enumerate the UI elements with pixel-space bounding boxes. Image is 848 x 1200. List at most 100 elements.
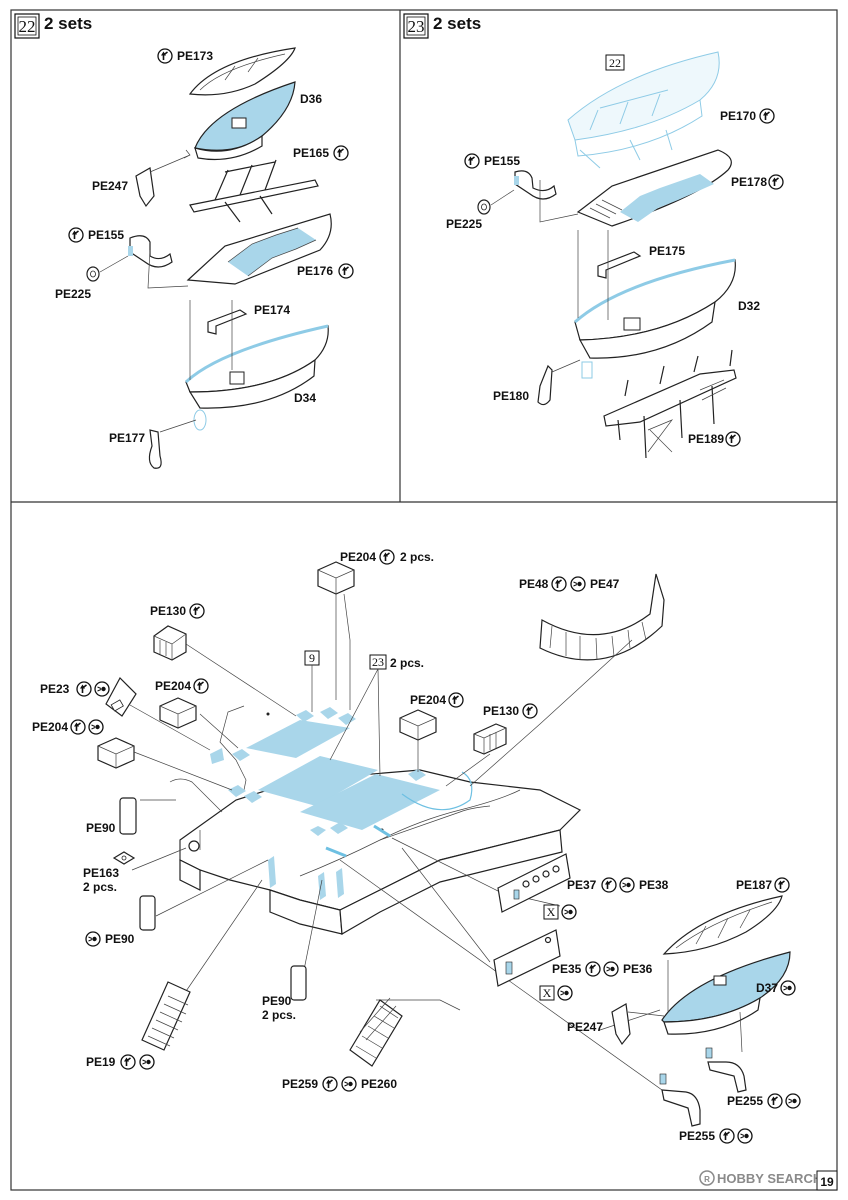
label-pe37: PE37 bbox=[567, 878, 597, 892]
target-dot-icon bbox=[570, 576, 586, 592]
fold-up-arrow-icon bbox=[767, 1093, 783, 1109]
fold-up-arrow-icon bbox=[464, 153, 480, 169]
pe225-part bbox=[86, 266, 100, 282]
target-dot-icon bbox=[780, 980, 796, 996]
fold-up-arrow-icon bbox=[70, 719, 86, 735]
step-number: 23 bbox=[408, 17, 425, 36]
label-pe90-c: PE90 bbox=[262, 994, 292, 1008]
label-pe90-a: PE90 bbox=[86, 821, 116, 835]
label-pe163-qty: 2 pcs. bbox=[83, 880, 117, 894]
target-dot-icon bbox=[88, 719, 104, 735]
label-pe189: PE189 bbox=[688, 432, 724, 446]
label-pe225: PE225 bbox=[55, 287, 91, 301]
target-dot-icon bbox=[341, 1076, 357, 1092]
pe155-part bbox=[128, 235, 173, 268]
page-number: 19 bbox=[820, 1175, 834, 1189]
label-d34: D34 bbox=[294, 391, 316, 405]
label-pe176: PE176 bbox=[297, 264, 333, 278]
ref-22: 22 bbox=[609, 56, 621, 70]
label-pe187: PE187 bbox=[736, 878, 772, 892]
target-dot-icon bbox=[94, 681, 110, 697]
watermark-logo: R HOBBY SEARCH bbox=[699, 1170, 822, 1186]
label-pe38: PE38 bbox=[639, 878, 669, 892]
fold-up-arrow-icon bbox=[774, 877, 790, 893]
footer: R HOBBY SEARCH 19 bbox=[699, 1170, 838, 1191]
pe247-part bbox=[611, 1003, 631, 1046]
label-pe130-left: PE130 bbox=[150, 604, 186, 618]
pe187-part bbox=[662, 895, 783, 955]
pe130-box-right bbox=[473, 723, 507, 755]
label-pe259: PE259 bbox=[282, 1077, 318, 1091]
label-pe204-top: PE204 bbox=[340, 550, 376, 564]
pe177-part bbox=[148, 429, 162, 469]
fold-up-arrow-icon bbox=[322, 1076, 338, 1092]
label-pe90-c-qty: 2 pcs. bbox=[262, 1008, 296, 1022]
label-pe173: PE173 bbox=[177, 49, 213, 63]
ref-23: 23 bbox=[372, 655, 384, 669]
pe176-part bbox=[186, 213, 332, 285]
fold-up-arrow-icon bbox=[379, 549, 395, 565]
deck-blue-placements bbox=[210, 707, 512, 980]
fold-up-arrow-icon bbox=[768, 174, 784, 190]
label-pe163: PE163 bbox=[83, 866, 119, 880]
label-pe178: PE178 bbox=[731, 175, 767, 189]
fold-up-arrow-icon bbox=[719, 1128, 735, 1144]
fold-up-arrow-icon bbox=[338, 263, 354, 279]
fold-up-arrow-icon bbox=[68, 227, 84, 243]
label-pe155: PE155 bbox=[88, 228, 124, 242]
watermark-text: HOBBY SEARCH bbox=[717, 1171, 822, 1186]
label-pe36: PE36 bbox=[623, 962, 653, 976]
step-number-box: 22 bbox=[14, 13, 40, 39]
fold-up-arrow-icon bbox=[120, 1054, 136, 1070]
fold-up-arrow-icon bbox=[448, 692, 464, 708]
fold-up-arrow-icon bbox=[189, 603, 205, 619]
pe204-box-c bbox=[399, 709, 437, 741]
label-pe23: PE23 bbox=[40, 682, 70, 696]
label-pe255-b: PE255 bbox=[679, 1129, 715, 1143]
pe130-box-left bbox=[153, 625, 187, 661]
fold-up-arrow-icon bbox=[585, 961, 601, 977]
d36-hull bbox=[194, 81, 296, 161]
ghost-assembly-22: 22 bbox=[567, 51, 720, 169]
pe225-part bbox=[477, 199, 491, 215]
label-pe204-b: PE204 bbox=[32, 720, 68, 734]
label-pe177: PE177 bbox=[109, 431, 145, 445]
svg-text:R: R bbox=[704, 1175, 710, 1184]
target-dot-icon bbox=[785, 1093, 801, 1109]
target-dot-icon bbox=[85, 931, 101, 947]
pe90-part-b bbox=[139, 895, 156, 931]
pe90-part-a bbox=[119, 797, 137, 835]
step-number: 22 bbox=[19, 17, 36, 36]
fold-up-arrow-icon bbox=[157, 48, 173, 64]
step-title: 2 sets bbox=[433, 14, 481, 33]
label-pe90-b: PE90 bbox=[105, 932, 135, 946]
label-d32: D32 bbox=[738, 299, 760, 313]
pe19-ladder bbox=[141, 981, 191, 1051]
label-pe204-c: PE204 bbox=[410, 693, 446, 707]
pe37-panel bbox=[497, 853, 571, 913]
target-dot-icon bbox=[139, 1054, 155, 1070]
d37-hull bbox=[661, 951, 791, 1035]
pe204-box-top bbox=[317, 561, 355, 595]
d32-hull bbox=[574, 258, 736, 379]
label-pe165: PE165 bbox=[293, 146, 329, 160]
pe255-part-b bbox=[659, 1073, 701, 1127]
pe204-box-a bbox=[159, 697, 197, 729]
target-dot-icon bbox=[619, 877, 635, 893]
svg-text:X: X bbox=[547, 905, 556, 919]
fold-up-arrow-icon bbox=[601, 877, 617, 893]
label-d37: D37 bbox=[756, 981, 778, 995]
target-dot-icon bbox=[557, 985, 573, 1001]
fold-up-arrow-icon bbox=[333, 145, 349, 161]
pe204-box-b bbox=[97, 737, 135, 769]
label-pe225: PE225 bbox=[446, 217, 482, 231]
label-pe155: PE155 bbox=[484, 154, 520, 168]
pe48-bulwark bbox=[539, 573, 665, 661]
label-pe175: PE175 bbox=[649, 244, 685, 258]
ref-x-2: X bbox=[539, 985, 555, 1001]
label-pe174: PE174 bbox=[254, 303, 290, 317]
label-ref23-qty: 2 pcs. bbox=[390, 656, 424, 670]
label-pe35: PE35 bbox=[552, 962, 582, 976]
page-frame bbox=[10, 9, 838, 1191]
